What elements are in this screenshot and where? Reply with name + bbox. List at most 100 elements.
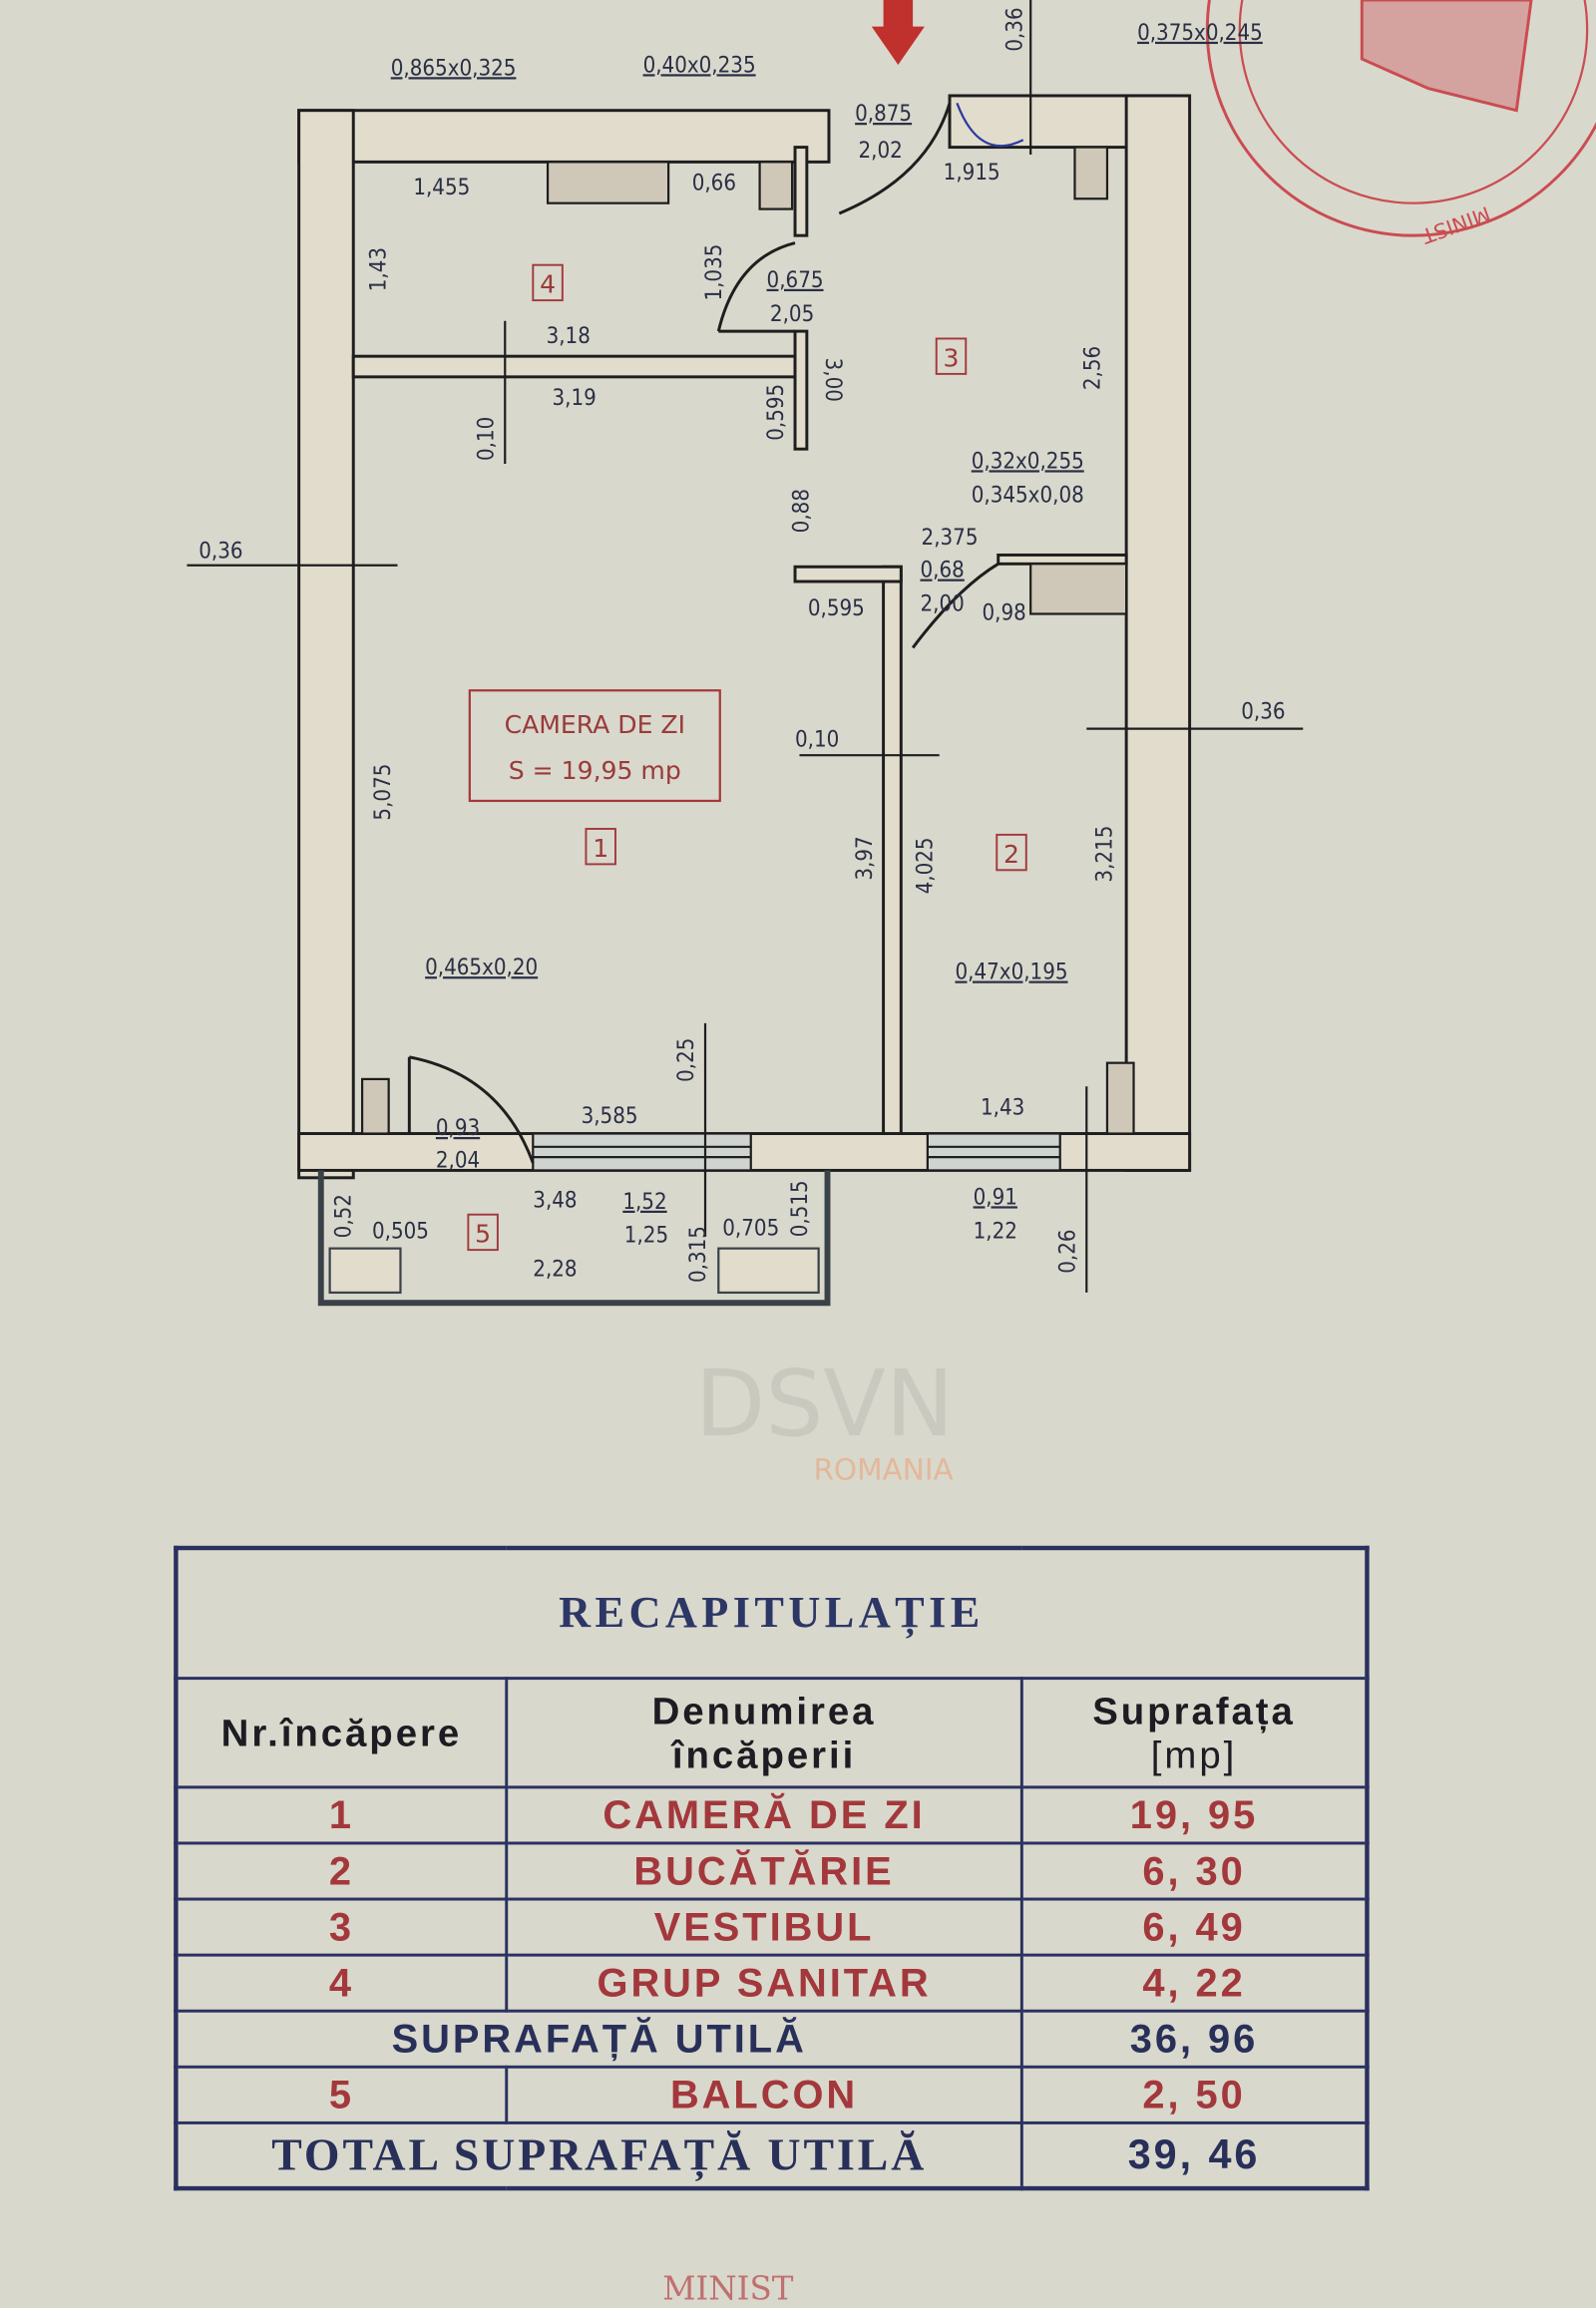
- room-number-5: 5: [475, 1220, 491, 1249]
- row-name: GRUP SANITAR: [505, 1953, 1023, 2013]
- dim-label: 1,035: [701, 244, 727, 301]
- dim-label: 2,02: [858, 138, 902, 164]
- dim-label: 0,40x0,235: [643, 52, 756, 78]
- dim-label: 1,22: [974, 1218, 1017, 1244]
- recap-title: RECAPITULAȚIE: [174, 1546, 1369, 1681]
- entrance-arrow-icon: [871, 0, 925, 65]
- dim-label: 2,375: [922, 525, 979, 551]
- room-number-3: 3: [944, 344, 960, 373]
- dim-label: 0,68: [920, 558, 964, 583]
- row-name: VESTIBUL: [505, 1897, 1023, 1957]
- subtotal-area: 36, 96: [1019, 2009, 1369, 2069]
- dim-label: 3,215: [1091, 826, 1117, 883]
- dim-label: 2,56: [1080, 346, 1106, 390]
- row-area: 2, 50: [1019, 2065, 1369, 2124]
- dim-label: 1,455: [413, 175, 470, 200]
- row-nr: 1: [174, 1785, 509, 1845]
- room-number-2: 2: [1003, 840, 1019, 869]
- dim-label: 0,26: [1054, 1229, 1080, 1273]
- room-number-1: 1: [593, 834, 608, 863]
- dim-label: 3,97: [852, 836, 878, 880]
- total-label: TOTAL SUPRAFAȚĂ UTILĂ: [174, 2120, 1023, 2190]
- dim-label: 1,52: [622, 1189, 666, 1215]
- subtotal-label: SUPRAFAȚĂ UTILĂ: [174, 2009, 1023, 2069]
- dimension-labels: 0,865x0,325 0,40x0,235 0,875 2,02 0,36 0…: [199, 7, 1285, 1283]
- dim-label: 1,25: [624, 1223, 668, 1249]
- row-area: 6, 49: [1019, 1897, 1369, 1957]
- room-area: S = 19,95 mp: [509, 756, 681, 785]
- row-nr: 2: [174, 1841, 509, 1901]
- dim-label: 0,36: [199, 538, 242, 564]
- dim-label: 3,00: [820, 358, 846, 402]
- header-nr: Nr.încăpere: [174, 1677, 509, 1789]
- room-label-box: [468, 689, 721, 803]
- dim-label: 0,345x0,08: [972, 482, 1084, 508]
- dim-label: 0,595: [808, 595, 865, 621]
- header-area: Suprafața[mp]: [1019, 1677, 1369, 1789]
- dim-label: 0,465x0,20: [425, 955, 538, 980]
- row-name: BUCĂTĂRIE: [505, 1841, 1023, 1901]
- room-name: CAMERA DE ZI: [505, 710, 685, 739]
- dim-label: 4,025: [912, 837, 938, 894]
- dim-label: 0,865x0,325: [391, 55, 517, 81]
- dim-label: 0,88: [788, 489, 814, 533]
- header-name-line1: Denumirea: [651, 1688, 877, 1733]
- total-area: 39, 46: [1019, 2120, 1369, 2190]
- row-nr: 4: [174, 1953, 509, 2013]
- door-swings: [407, 102, 1024, 1164]
- dimension-lines: [187, 0, 1304, 1293]
- dim-label: 0,66: [692, 170, 736, 195]
- row-name: CAMERĂ DE ZI: [505, 1785, 1023, 1845]
- dim-label: 2,28: [533, 1257, 577, 1283]
- official-stamp: MINIST: [1205, 0, 1596, 248]
- dim-label: 0,36: [1001, 7, 1027, 51]
- dim-label: 0,25: [673, 1038, 699, 1082]
- ducts: [360, 146, 1135, 1135]
- dim-label: 0,36: [1241, 698, 1285, 724]
- windows: [532, 1132, 1061, 1172]
- dim-label: 0,47x0,195: [955, 960, 1067, 985]
- dim-label: 1,915: [944, 160, 1000, 186]
- dim-label: 0,595: [763, 384, 789, 441]
- dim-label: 0,10: [473, 417, 499, 461]
- watermark-brand: DSVN: [695, 1350, 955, 1457]
- row-name: BALCON: [505, 2065, 1023, 2124]
- dim-label: 0,315: [685, 1226, 711, 1283]
- balcony: [317, 1170, 831, 1307]
- row-nr: 5: [174, 2065, 509, 2124]
- header-area-line1: Suprafața: [1092, 1688, 1296, 1733]
- dim-label: 2,00: [920, 591, 964, 617]
- walls: [297, 94, 1192, 1180]
- dim-label: 3,19: [552, 385, 596, 411]
- row-area: 4, 22: [1019, 1953, 1369, 2013]
- dim-label: 0,98: [982, 599, 1025, 625]
- dim-label: 0,91: [974, 1184, 1017, 1210]
- dim-label: 0,675: [767, 267, 824, 293]
- row-area: 19, 95: [1019, 1785, 1369, 1845]
- row-nr: 3: [174, 1897, 509, 1957]
- dim-label: 0,52: [330, 1194, 356, 1238]
- dim-label: 0,375x0,245: [1137, 20, 1263, 46]
- stamp-text: MINIST: [1418, 201, 1493, 248]
- header-name-line2: încăperii: [671, 1732, 857, 1777]
- dim-label: 0,93: [436, 1115, 480, 1141]
- dim-label: 5,075: [370, 764, 396, 821]
- header-area-line2: [mp]: [1150, 1732, 1238, 1777]
- dim-label: 3,18: [547, 323, 591, 349]
- dim-label: 0,875: [855, 101, 912, 127]
- row-area: 6, 30: [1019, 1841, 1369, 1901]
- bottom-stamp-text: MINIST: [662, 2270, 794, 2308]
- room-numbers: [467, 263, 1027, 1252]
- room-number-4: 4: [540, 270, 556, 299]
